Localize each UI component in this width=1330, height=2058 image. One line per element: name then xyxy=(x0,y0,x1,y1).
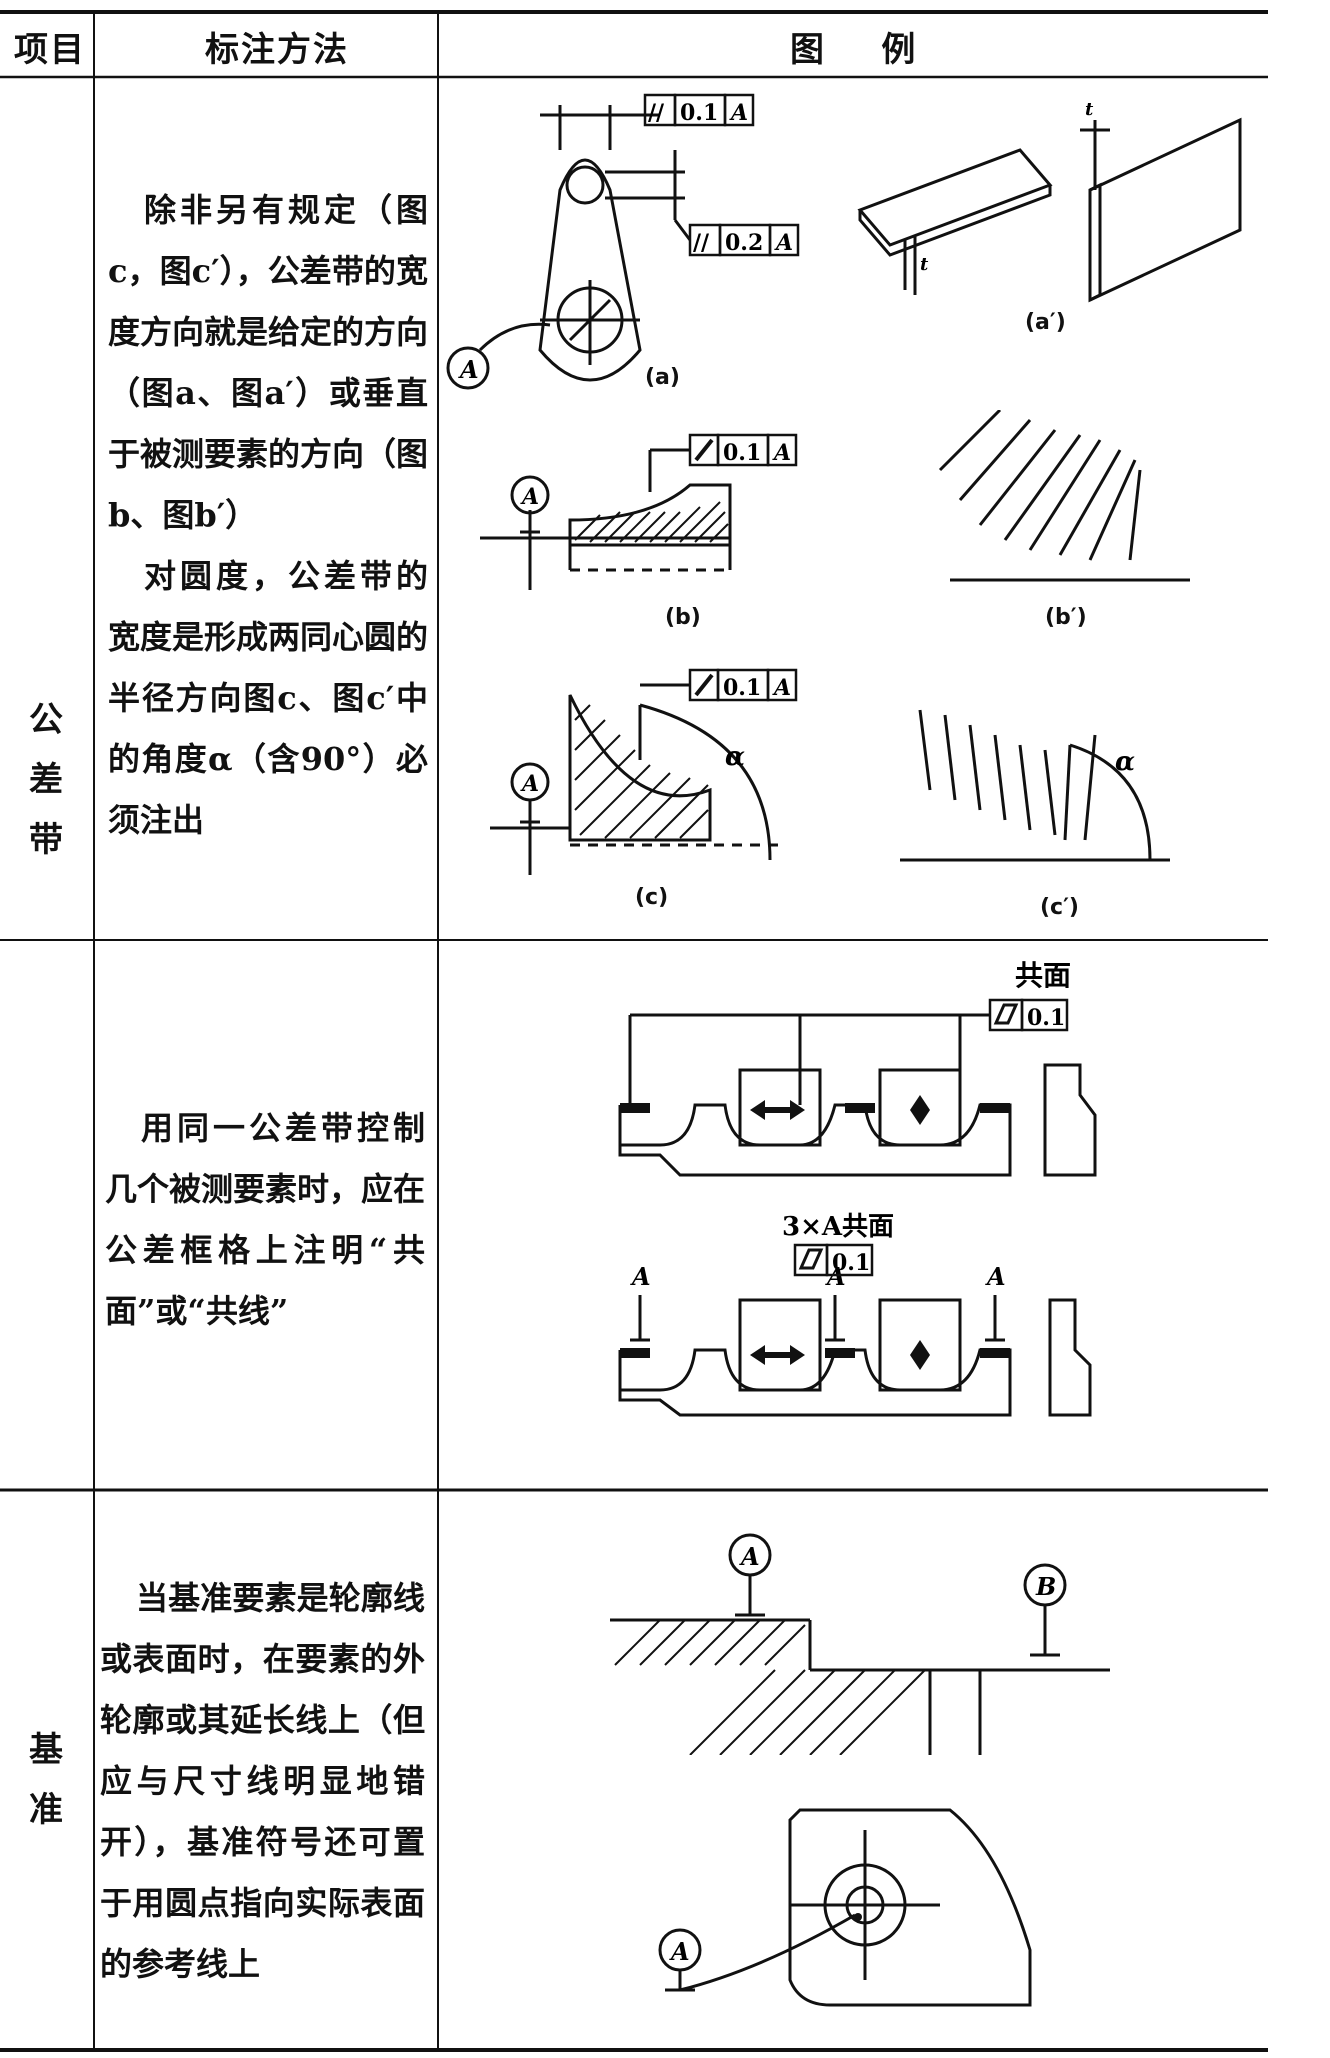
datum-b: B xyxy=(1035,1572,1056,1601)
figure-b-prime xyxy=(938,410,1190,582)
figure-c-prime: α xyxy=(900,709,1170,862)
header-item: 项目 xyxy=(14,30,86,70)
row3-item-char: 准 xyxy=(29,1790,63,1830)
datum-a-top: A xyxy=(739,1542,760,1571)
caption-c-prime: (c′) xyxy=(1040,895,1079,920)
figure-a-prime-t2: t xyxy=(1085,100,1094,120)
figure-b-datum: A xyxy=(520,484,539,510)
header-method: 标注方法 xyxy=(205,30,349,70)
header-example: 图 例 xyxy=(790,30,918,70)
row1-item-char: 差 xyxy=(29,760,63,800)
figure-c-tol-value: 0.1 xyxy=(723,675,761,701)
figure-a-tol1-value: 0.1 xyxy=(680,100,718,126)
row1-method: 除非另有规定（图c，图c′），公差带的宽度方向就是给定的方向（图a、图a′）或垂… xyxy=(108,180,428,851)
flatness-icon xyxy=(694,673,714,697)
coplanar-bottom-tol: 0.1 xyxy=(832,1250,870,1276)
row1-method-paragraph: 对圆度，公差带的宽度是形成两同心圆的半径方向图c、图c′中的角度α（含90°）必… xyxy=(108,557,429,839)
flatness-icon xyxy=(798,1248,824,1270)
datum-a-bottom: A xyxy=(669,1937,690,1966)
caption-b-prime: (b′) xyxy=(1045,605,1087,630)
row3-method-paragraph: 当基准要素是轮廓线或表面时，在要素的外轮廓或其延长线上（但应与尺寸线明显地错开）… xyxy=(100,1579,425,1983)
row2-method: 用同一公差带控制几个被测要素时，应在公差框格上注明“共面”或“共线” xyxy=(105,1098,425,1342)
parallelism-icon: // xyxy=(693,230,710,256)
figure-c-alpha: α xyxy=(725,742,745,772)
figure-a-tol1-datum: A xyxy=(729,100,748,126)
figure-a-tol2-value: 0.2 xyxy=(725,230,763,256)
row3-item-char: 基 xyxy=(29,1730,63,1770)
figure-b: A 0.1 A xyxy=(480,433,798,590)
figure-coplanar-bottom: A A A 3×A共面 0.1 xyxy=(618,1212,1092,1417)
row3-method: 当基准要素是轮廓线或表面时，在要素的外轮廓或其延长线上（但应与尺寸线明显地错开）… xyxy=(100,1568,425,1995)
figure-a-tol2-datum: A xyxy=(774,230,793,256)
flatness-icon xyxy=(694,438,714,462)
coplanar-datum-1: A xyxy=(630,1262,651,1291)
caption-a-prime: (a′) xyxy=(1025,310,1066,335)
figure-coplanar-top: 共面 0.1 xyxy=(618,959,1097,1177)
figure-a-prime: t t xyxy=(857,100,1242,303)
row3-item: 基 准 xyxy=(26,1720,66,1840)
figure-c: α A 0.1 A xyxy=(490,668,798,875)
figure-a: A // 0.1 A // 0.2 A xyxy=(446,93,800,390)
row1-item-char: 带 xyxy=(29,820,63,860)
coplanar-top-tol: 0.1 xyxy=(1027,1005,1065,1031)
caption-c: (c) xyxy=(635,885,669,910)
figure-datum-top: A B xyxy=(610,1533,1110,1755)
row2-method-paragraph: 用同一公差带控制几个被测要素时，应在公差框格上注明“共面”或“共线” xyxy=(105,1109,426,1330)
caption-a: (a) xyxy=(645,365,680,390)
figure-c-datum: A xyxy=(520,771,539,797)
row1-item: 公 差 带 xyxy=(26,690,66,870)
figure-b-tol-datum: A xyxy=(772,440,791,466)
parallelism-icon: // xyxy=(648,100,665,126)
figure-c-prime-alpha: α xyxy=(1115,747,1135,777)
row1-method-paragraph: 除非另有规定（图c，图c′），公差带的宽度方向就是给定的方向（图a、图a′）或垂… xyxy=(108,191,429,534)
coplanar-note-bottom: 3×A共面 xyxy=(782,1212,894,1242)
figure-c-tol-datum: A xyxy=(772,675,791,701)
figure-a-prime-t1: t xyxy=(920,254,929,275)
coplanar-datum-2: A xyxy=(825,1262,846,1291)
figure-b-tol-value: 0.1 xyxy=(723,440,761,466)
coplanar-datum-3: A xyxy=(985,1262,1006,1291)
figure-datum-bottom: A xyxy=(658,1808,1032,2007)
row1-item-char: 公 xyxy=(29,700,63,740)
figure-a-datum: A xyxy=(458,355,479,384)
caption-b: (b) xyxy=(665,605,701,630)
flatness-icon xyxy=(993,1003,1019,1025)
coplanar-note-top: 共面 xyxy=(1015,959,1071,992)
